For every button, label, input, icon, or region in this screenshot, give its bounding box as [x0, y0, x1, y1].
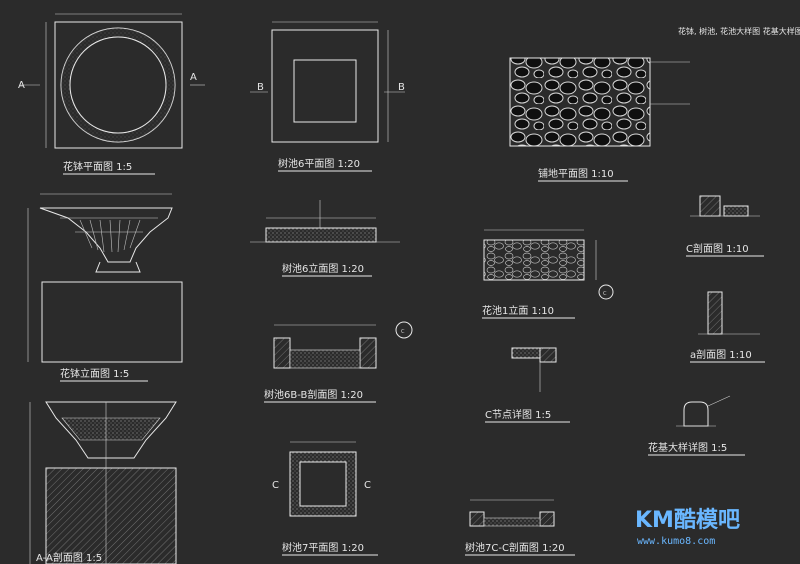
paving-plan — [509, 57, 690, 147]
flower-bowl-elevation — [27, 193, 183, 363]
section-marker-b-right: B — [398, 82, 405, 93]
section-c-title: C剖面图 1:10 — [686, 242, 749, 255]
node-c-detail — [511, 347, 557, 392]
section-marker-a-right: A — [190, 72, 197, 83]
section-marker-a-left: A — [18, 80, 25, 91]
tree-pit7-cc-section — [469, 499, 555, 527]
planter1-elevation: C — [483, 229, 614, 300]
paving-plan-title: 铺地平面图 1:10 — [538, 167, 614, 180]
section-a — [698, 291, 760, 335]
watermark-url: www.kumo8.com — [637, 536, 715, 547]
planter1-section-marker: C — [603, 291, 607, 297]
watermark-logo: KM酷模吧 — [635, 508, 740, 533]
tree-pit6-plan-title: 树池6平面图 1:20 — [278, 157, 360, 170]
tree-pit6-elevation-title: 树池6立面图 1:20 — [282, 262, 364, 275]
tree-pit6-bb-section: C — [273, 321, 413, 369]
aa-section-title: A-A剖面图 1:5 — [36, 551, 102, 564]
section-c — [690, 195, 760, 217]
section-marker-c-left: C — [272, 480, 279, 491]
aa-section — [29, 401, 177, 564]
tree-pit7-cc-title: 树池7C-C剖面图 1:20 — [465, 541, 565, 554]
flower-bowl-plan-title: 花钵平面图 1:5 — [63, 160, 132, 173]
section-a-title: a剖面图 1:10 — [690, 348, 752, 361]
bb-section-marker: C — [401, 329, 405, 335]
tree-pit7-plan: C C — [272, 441, 371, 517]
tree-pit6-elevation — [250, 200, 400, 243]
tree-pit7-plan-title: 树池7平面图 1:20 — [282, 541, 364, 554]
tree-pit6-bb-title: 树池6B-B剖面图 1:20 — [264, 388, 363, 401]
section-marker-b-left: B — [257, 82, 264, 93]
node-c-detail-title: C节点详图 1:5 — [485, 408, 551, 421]
planter1-elevation-title: 花池1立面 1:10 — [482, 304, 554, 317]
sheet-title: 花钵, 树池, 花池大样图 花基大样图 — [678, 26, 800, 36]
bed-detail-title: 花基大样详图 1:5 — [648, 441, 727, 454]
flower-bowl-elevation-title: 花钵立面图 1:5 — [60, 367, 129, 380]
planting-bed-detail — [676, 395, 731, 427]
tree-pit6-plan: B B — [250, 21, 405, 143]
section-marker-c-right: C — [364, 480, 371, 491]
flower-bowl-plan: A A — [18, 13, 205, 149]
